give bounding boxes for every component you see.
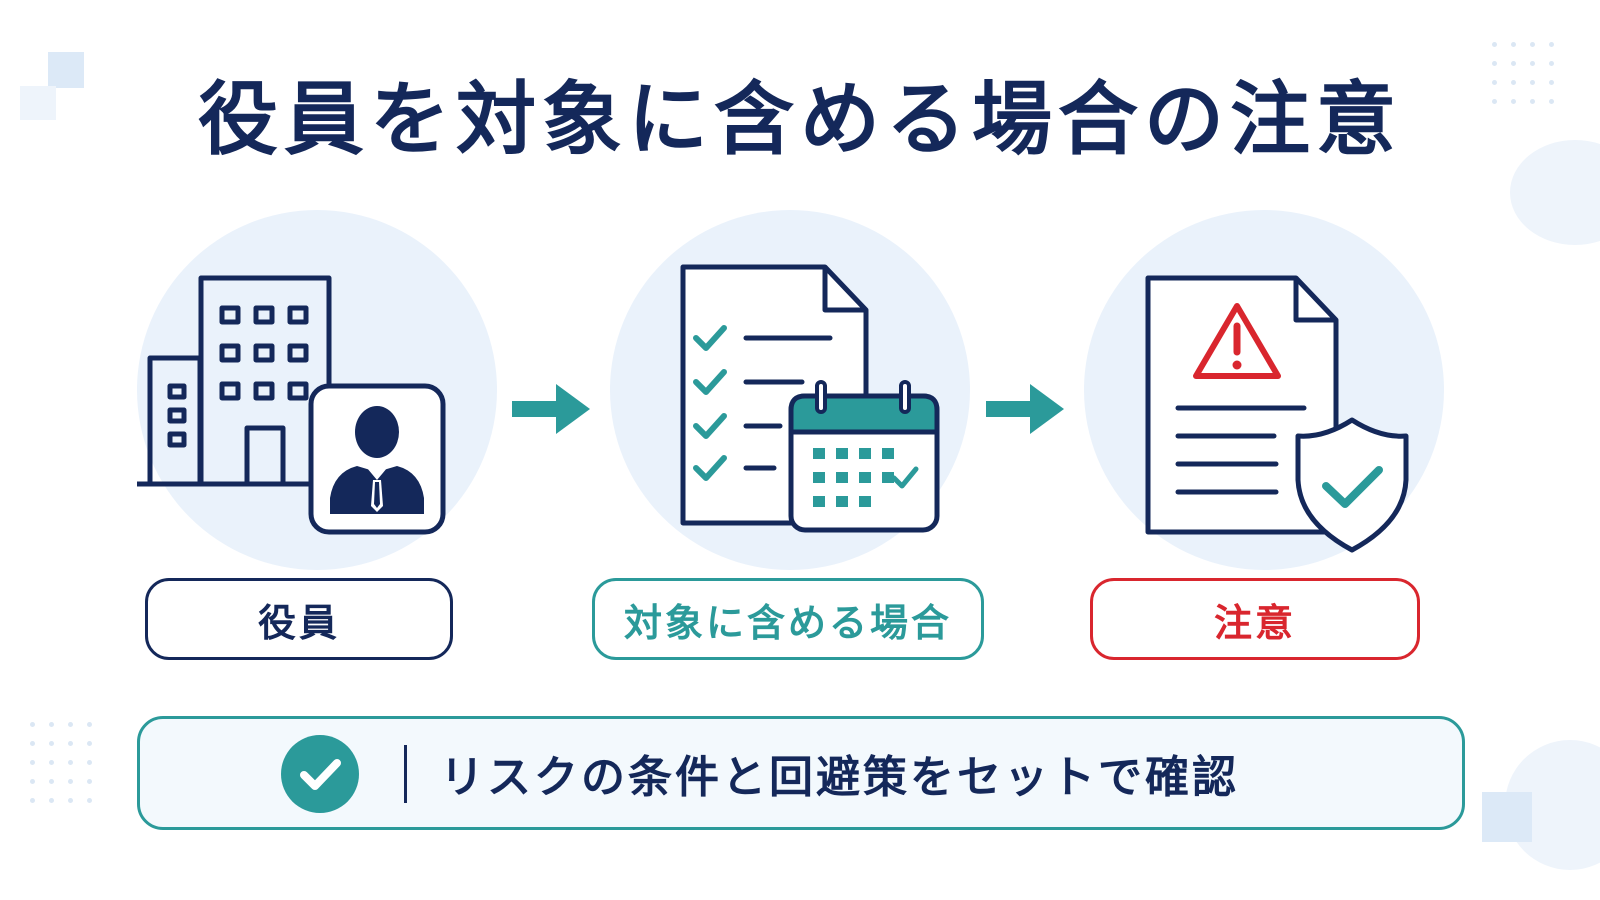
decor-square-top-left xyxy=(48,52,84,88)
step-label-include-target: 対象に含める場合 xyxy=(592,578,984,660)
arrow-right-icon xyxy=(512,384,590,434)
summary-text: リスクの条件と回避策をセットで確認 xyxy=(440,752,1239,803)
summary-divider xyxy=(404,745,407,803)
building-executive-icon xyxy=(137,275,446,535)
decor-square-top-left-2 xyxy=(20,86,56,120)
decor-square-bottom-right xyxy=(1482,792,1532,842)
summary-banner: リスクの条件と回避策をセットで確認 xyxy=(137,716,1465,830)
step-include-target: 対象に含める場合 xyxy=(592,210,998,680)
decor-dots-top-right xyxy=(1492,42,1554,104)
check-circle-icon xyxy=(281,735,359,813)
warning-document-shield-icon xyxy=(1145,275,1409,553)
decor-dots-bottom-left xyxy=(30,722,92,803)
step-label-executive: 役員 xyxy=(145,578,453,660)
page-title: 役員を対象に含める場合の注意 xyxy=(198,73,1402,166)
step-caution: 注意 xyxy=(1070,210,1470,680)
step-label-caution: 注意 xyxy=(1090,578,1420,660)
checklist-calendar-icon xyxy=(680,264,940,533)
arrow-right-icon xyxy=(986,384,1064,434)
step-executive: 役員 xyxy=(112,210,512,680)
